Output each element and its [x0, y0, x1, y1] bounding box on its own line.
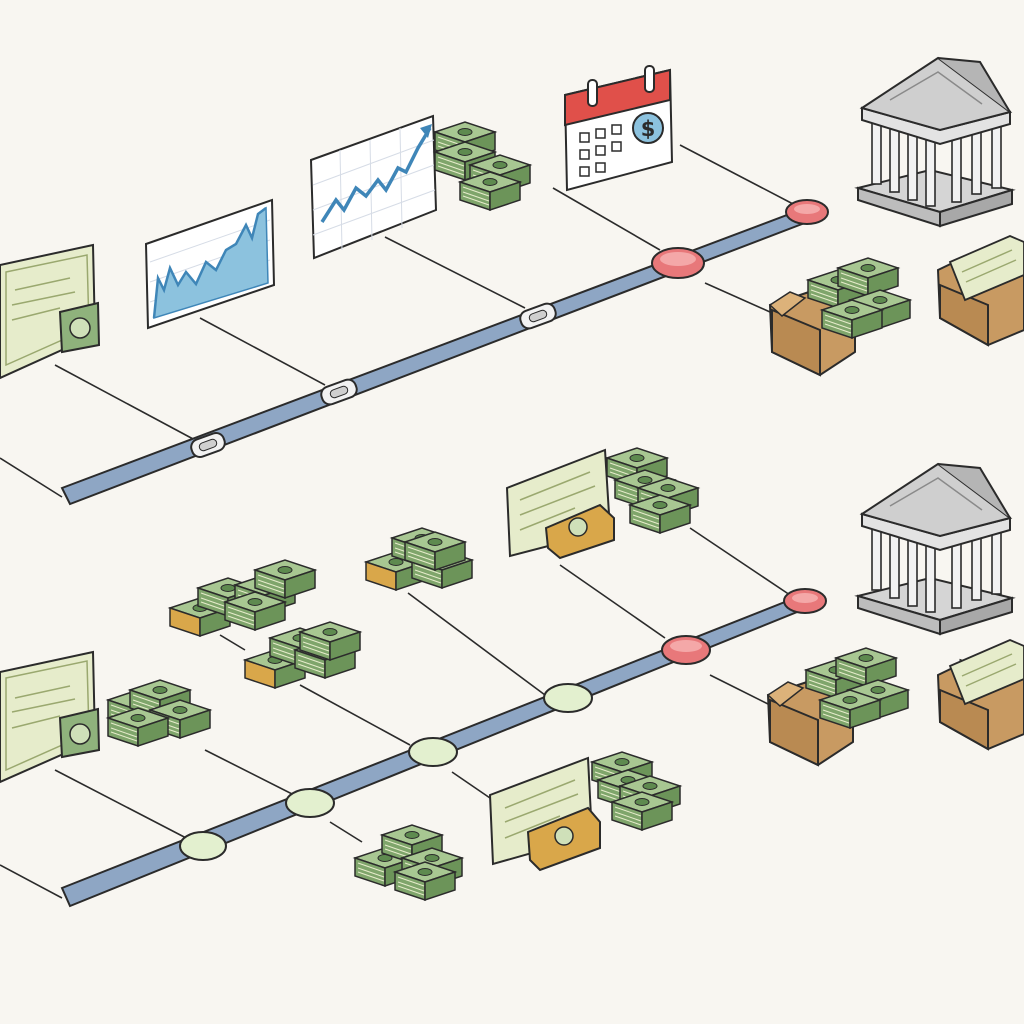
calendar-dollar-icon: $: [563, 65, 674, 192]
certificate-icon: [0, 243, 101, 380]
upper-timeline: $: [0, 56, 1024, 688]
cash-stack-icon: [107, 679, 211, 747]
milestone-major: [651, 247, 705, 279]
certificate-icon: [488, 756, 601, 872]
cash-stack-icon: [244, 621, 361, 689]
bar-chart-icon: [144, 198, 276, 330]
svg-text:$: $: [641, 117, 656, 141]
certificate-icon: [505, 448, 615, 560]
cash-stack-icon: [434, 121, 531, 211]
bank-building-icon: [854, 56, 1016, 228]
milestone: [408, 737, 458, 767]
milestone: [179, 831, 227, 861]
milestone: [543, 683, 593, 713]
lower-timeline: [0, 447, 1024, 908]
line-chart-icon: [309, 114, 438, 260]
cash-box-icon: [766, 647, 909, 767]
milestone-end: [785, 199, 829, 225]
cash-stack-icon: [169, 559, 316, 637]
upper-connectors: [0, 144, 796, 498]
lower-connectors: [0, 527, 791, 899]
certificate-icon: [0, 650, 101, 784]
certificate-box-icon: [936, 235, 1024, 688]
milestone: [519, 302, 557, 330]
cash-stack-icon: [606, 447, 699, 534]
cash-box-icon: [768, 257, 911, 377]
cash-stack-icon: [354, 824, 463, 901]
cash-stack-icon: [365, 527, 473, 591]
milestone-end: [783, 588, 827, 614]
milestone: [285, 788, 335, 818]
certificate-box-icon: [936, 639, 1024, 751]
milestone: [320, 378, 358, 406]
milestone-major: [661, 635, 711, 665]
cash-stack-icon: [591, 751, 681, 831]
bank-building-icon: [854, 462, 1016, 636]
milestone: [190, 431, 226, 459]
